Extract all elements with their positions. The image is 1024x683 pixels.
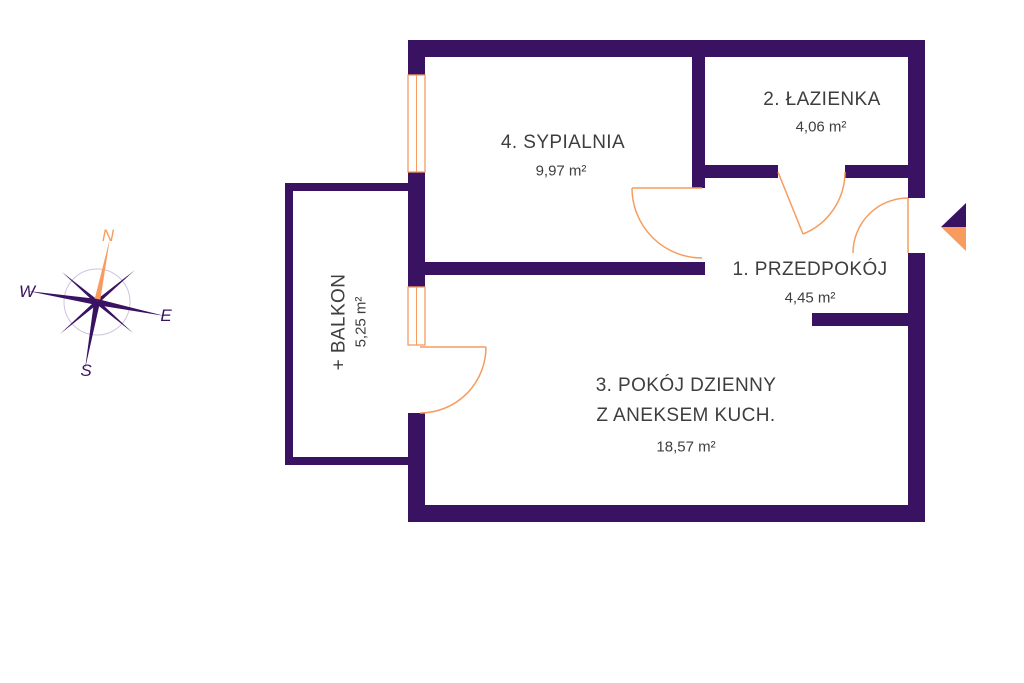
compass-needle-west (28, 291, 98, 305)
room-area-balcony: 5,25 m² (352, 296, 370, 348)
room-area-bathroom: 4,06 m² (795, 118, 847, 136)
compass-needle-se (95, 300, 133, 333)
compass-rose-icon (28, 238, 165, 369)
interior-walls (425, 57, 908, 326)
wall-bathroom-hall-right (845, 165, 908, 178)
balcony-walls (285, 183, 408, 465)
balcony-wall-top (285, 183, 408, 191)
room-label-balcony-block: + BALKON 5,25 m² (329, 274, 370, 371)
wall-left-lower (408, 413, 425, 522)
room-label-living-line2: Z ANEKSEM KUCH. (596, 405, 776, 426)
compass-label-north: N (101, 226, 115, 245)
bedroom-door-arc (631, 187, 703, 259)
entrance-arrow-top (941, 203, 966, 227)
room-area-living: 18,57 m² (656, 438, 716, 456)
compass-needle-nw (62, 272, 99, 304)
compass-needle-sw (60, 300, 99, 334)
outer-walls (408, 40, 925, 522)
room-area-hall: 4,45 m² (784, 289, 836, 307)
wall-hall-living-stub (812, 313, 908, 326)
wall-bedroom-bathroom (692, 57, 705, 188)
room-label-balcony: + BALKON (328, 273, 350, 371)
window-living (407, 286, 426, 346)
wall-right-upper (908, 40, 925, 198)
compass-label-east: E (160, 306, 172, 325)
wall-bottom (408, 505, 925, 522)
wall-top (408, 40, 925, 57)
window-bedroom (407, 74, 426, 173)
room-area-bedroom: 9,97 m² (535, 162, 587, 180)
entrance-arrow-icon (941, 203, 966, 251)
entrance-door-arc (852, 197, 909, 254)
balcony-wall-bottom (285, 457, 408, 465)
compass-circle (63, 268, 131, 336)
compass-label-west: W (18, 282, 36, 301)
balcony-wall-left (285, 183, 293, 465)
compass-needle-north (94, 238, 110, 303)
bathroom-door-leaf (777, 171, 804, 235)
wall-right-lower (908, 253, 925, 522)
wall-bathroom-hall-left (705, 165, 778, 178)
doors (419, 171, 909, 414)
compass-label-south: S (80, 361, 92, 380)
compass-needle-ne (95, 270, 135, 304)
wall-bedroom-living (425, 262, 705, 275)
balcony-door-arc (419, 346, 487, 414)
room-label-bedroom: 4. SYPIALNIA (500, 132, 626, 153)
compass-needle-east (96, 299, 165, 316)
room-label-bathroom: 2. ŁAZIENKA (763, 89, 881, 110)
compass-needle-south (85, 301, 100, 369)
room-label-living-line1: 3. POKÓJ DZIENNY (595, 375, 777, 396)
room-label-hall: 1. PRZEDPOKÓJ (732, 259, 888, 280)
bathroom-door-arc (802, 171, 846, 235)
wall-left-upper (408, 40, 425, 75)
entrance-arrow-bottom (941, 227, 966, 251)
wall-left-middle (408, 172, 425, 287)
